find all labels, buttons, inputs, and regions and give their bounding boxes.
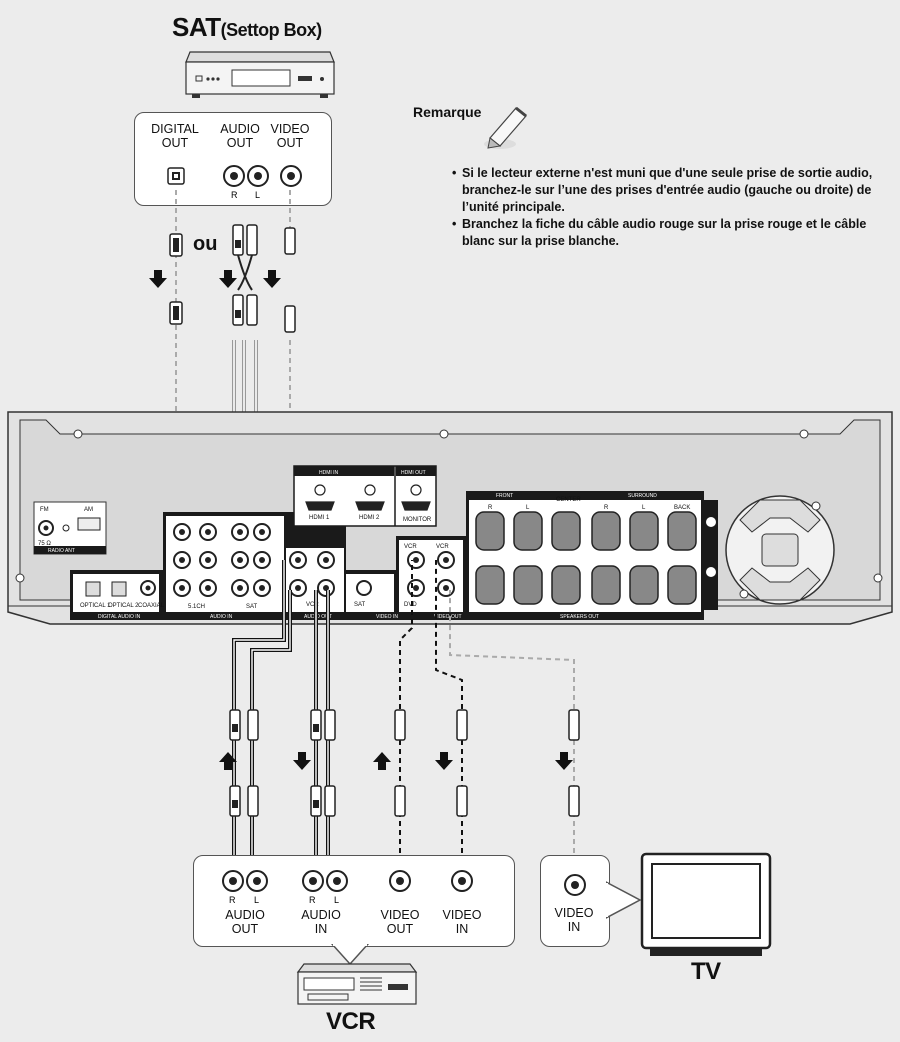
surround-label: SURROUND — [628, 493, 657, 499]
ch51-label: 5.1CH — [188, 604, 205, 610]
vcr-video-out-label: VIDEO OUT — [380, 908, 420, 936]
surround-r-label: R — [604, 505, 609, 511]
vcr-device — [296, 963, 418, 1005]
vcr-video-in-label: VIDEO IN — [442, 908, 482, 936]
dvd-label: DVD — [404, 602, 417, 608]
speakers-out-label: SPEAKERS OUT — [560, 614, 599, 620]
video-plug-icon — [284, 227, 296, 333]
remark-item-2: Branchez la fiche du câble audio rouge s… — [452, 216, 892, 250]
sat-r-label: R — [231, 190, 238, 200]
sat-digital-out-label: DIGITAL OUT — [151, 122, 199, 150]
tv-video-in-label: VIDEO IN — [554, 906, 594, 934]
remark-notes: Si le lecteur externe n'est muni que d'u… — [452, 165, 892, 250]
ohm-label: 75 Ω — [38, 541, 51, 547]
audio-plugs-icon — [232, 224, 258, 326]
monitor-label: MONITOR — [403, 517, 432, 523]
arrow-up-icon — [219, 752, 391, 770]
hdmi-in-label: HDMI IN — [319, 470, 339, 476]
vcr-audio-in-label: AUDIO IN — [301, 908, 341, 936]
rca-jack-video-icon — [280, 165, 302, 187]
front-label: FRONT — [496, 493, 513, 499]
front-l-label: L — [526, 505, 530, 511]
vcr-in-label: VCR — [306, 602, 319, 608]
arrow-down-icon — [149, 270, 281, 288]
radio-ant-label: RADIO ANT — [48, 548, 75, 554]
vcr-jacks: R L R L — [222, 870, 473, 905]
sat-title-main: SAT — [172, 12, 221, 42]
video-sat-label: SAT — [354, 602, 366, 608]
surround-l-label: L — [642, 505, 646, 511]
video-out-label: VIDEO OUT — [434, 614, 462, 620]
vcr-in-l-label: L — [334, 895, 339, 905]
vcr-in-r-label: R — [309, 895, 316, 905]
optical2-label: OPTICAL 2 — [108, 603, 139, 609]
optical1-label: OPTICAL 1 — [80, 603, 111, 609]
sat-title: SAT(Settop Box) — [172, 12, 322, 43]
hdmi-out-label: HDMI OUT — [401, 470, 426, 476]
fan-vent-icon — [725, 495, 835, 605]
tv-panel-pointer — [606, 881, 642, 919]
video-in-label: VIDEO IN — [376, 614, 398, 620]
pencil-icon — [484, 106, 527, 149]
digital-audio-in-label: DIGITAL AUDIO IN — [98, 614, 141, 620]
receiver-rear-panel: HDMI IN HDMI OUT HDMI 1 HDMI 2 MONITOR F… — [7, 411, 893, 625]
vcr-l-label: L — [254, 895, 259, 905]
vcr-label: VCR — [326, 1008, 376, 1035]
front-r-label: R — [488, 505, 493, 511]
optical-jack-icon — [167, 167, 185, 185]
hdmi-port-icon — [305, 484, 431, 511]
sat-connector-panel — [134, 112, 332, 206]
hdmi2-label: HDMI 2 — [359, 515, 380, 521]
fm-label: FM — [40, 507, 49, 513]
optical-plug-icon — [169, 233, 183, 325]
video-vcr-out-label: VCR — [436, 544, 449, 550]
tv-jack — [564, 874, 586, 896]
tv-icon — [640, 852, 772, 956]
audio-in-label: AUDIO IN — [210, 614, 233, 620]
sat-audio-out-label: AUDIO OUT — [220, 122, 260, 150]
ou-label: ou — [193, 233, 218, 255]
rca-jack-l-icon — [247, 165, 269, 187]
coaxial-label: COAXIAL — [138, 603, 165, 609]
back-label: BACK — [674, 505, 690, 511]
hdmi1-label: HDMI 1 — [309, 515, 330, 521]
vcr-panel-pointer — [330, 944, 370, 966]
sat-jacks: R L — [167, 165, 302, 200]
sat-title-sub: (Settop Box) — [220, 20, 323, 40]
remark-title: Remarque — [413, 104, 482, 120]
sat-box-device — [185, 51, 335, 98]
am-label: AM — [84, 507, 93, 513]
sat-in-label: SAT — [246, 604, 258, 610]
sat-video-out-label: VIDEO OUT — [270, 122, 310, 150]
video-vcr-label: VCR — [404, 544, 417, 550]
remark-item-1: Si le lecteur externe n'est muni que d'u… — [452, 165, 892, 216]
vcr-audio-out-label: AUDIO OUT — [225, 908, 265, 936]
tv-label: TV — [691, 958, 721, 985]
rca-jack-r-icon — [223, 165, 245, 187]
sat-l-label: L — [255, 190, 260, 200]
arrow-down-icon — [293, 752, 573, 770]
vcr-r-label: R — [229, 895, 236, 905]
center-label: CENTER — [556, 497, 581, 503]
